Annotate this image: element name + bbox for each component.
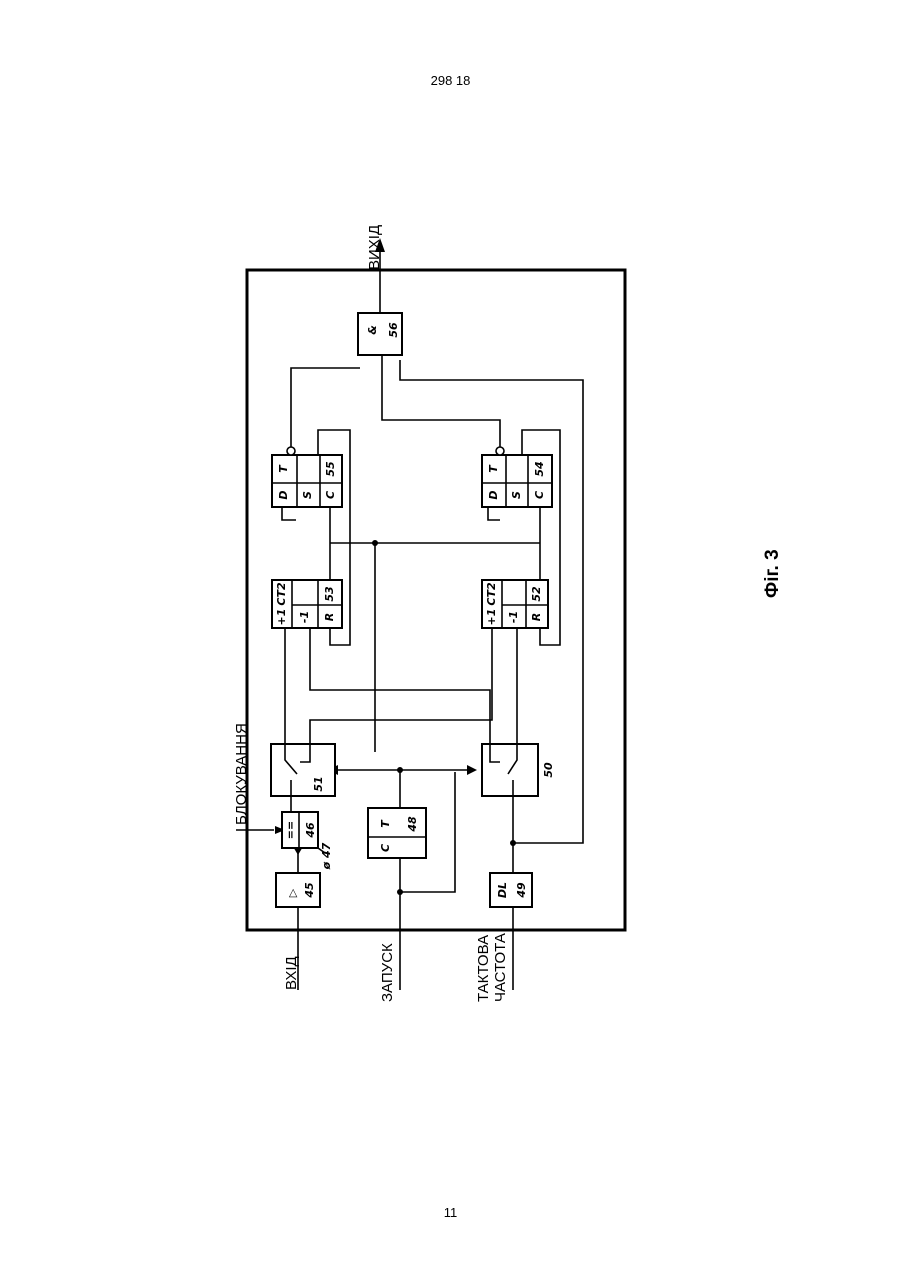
output-label: ВИХІД <box>366 225 383 270</box>
svg-text:50: 50 <box>542 762 555 778</box>
svg-text:C: C <box>324 491 337 499</box>
svg-text:48: 48 <box>406 816 419 833</box>
figure-caption: Фіг. 3 <box>762 549 784 598</box>
svg-text:+1: +1 <box>485 609 498 626</box>
block-45-amplifier: ▷ 45 <box>276 873 320 907</box>
svg-text:CT2: CT2 <box>485 582 498 606</box>
block-50-switch: 50 <box>482 744 555 796</box>
svg-text:S: S <box>301 491 314 499</box>
svg-text:53: 53 <box>323 586 336 602</box>
svg-text:==: == <box>284 821 297 839</box>
svg-text:-1: -1 <box>298 611 311 623</box>
svg-text:54: 54 <box>533 461 546 476</box>
block-48-trigger: T C 48 <box>368 808 426 858</box>
svg-text:46: 46 <box>304 822 317 839</box>
svg-text:56: 56 <box>387 322 400 338</box>
svg-text:R: R <box>530 613 543 621</box>
svg-text:D: D <box>277 490 290 499</box>
block-49-delay-line: DL 49 <box>490 873 532 907</box>
svg-text:45: 45 <box>303 882 316 899</box>
svg-text:52: 52 <box>530 586 543 602</box>
svg-text:-1: -1 <box>507 611 520 623</box>
block-52-counter: +1 CT2 -1 R 52 <box>482 580 548 628</box>
svg-text:DL: DL <box>496 882 509 898</box>
svg-text:CT2: CT2 <box>275 582 288 606</box>
page-number: 11 <box>0 1205 901 1220</box>
svg-text:C: C <box>533 491 546 499</box>
block-53-counter: +1 CT2 -1 R 53 <box>272 580 342 628</box>
clock-label-line1: ТАКТОВА <box>475 935 492 1002</box>
input-label: ВХІД <box>283 956 300 990</box>
svg-text:&: & <box>366 325 379 335</box>
block-47-label: ø 47 <box>320 842 333 870</box>
amplifier-icon: ▷ <box>286 888 299 897</box>
svg-text:S: S <box>510 491 523 499</box>
svg-text:49: 49 <box>515 882 528 899</box>
svg-text:55: 55 <box>324 461 337 477</box>
block-55-d-trigger: D T S C 55 <box>272 447 342 507</box>
block-51-switch: 51 <box>271 744 335 796</box>
svg-text:R: R <box>323 613 336 621</box>
block-54-d-trigger: D T S C 54 <box>482 447 552 507</box>
svg-text:+1: +1 <box>275 609 288 626</box>
block-56-and-gate: & 56 <box>358 313 402 355</box>
clock-label-line2: ЧАСТОТА <box>492 933 509 1002</box>
svg-text:D: D <box>487 490 500 499</box>
svg-text:C: C <box>379 844 392 852</box>
start-label: ЗАПУСК <box>379 943 396 1002</box>
blocking-label: БЛОКУВАННЯ <box>233 723 250 825</box>
svg-text:51: 51 <box>312 776 325 791</box>
block-46-comparator: == 46 <box>282 812 318 848</box>
